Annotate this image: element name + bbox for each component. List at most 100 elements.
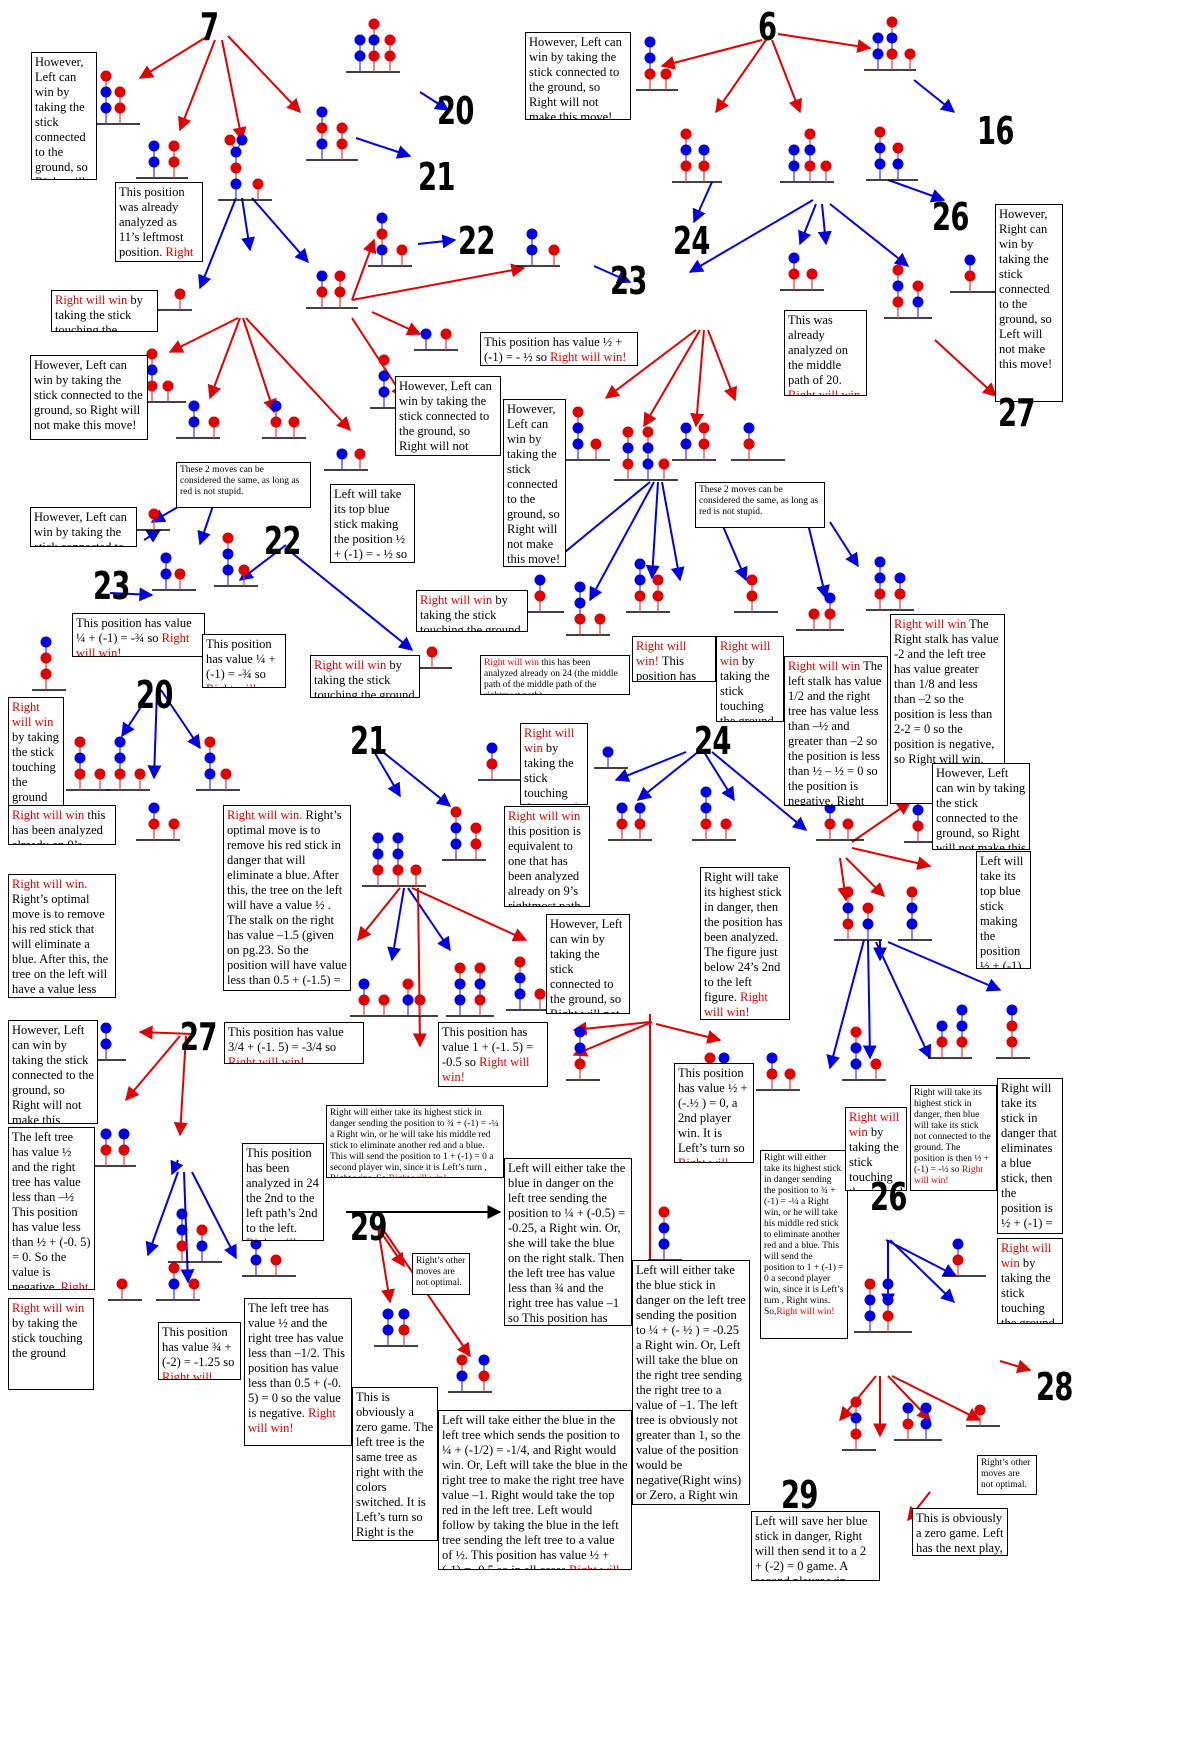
- node-dot: [378, 370, 390, 382]
- win-verdict-text: Right will win!: [389, 1174, 447, 1177]
- node-dot: [642, 426, 654, 438]
- node-dot: [100, 1128, 112, 1140]
- position-number-23: 23: [610, 259, 647, 303]
- node-dot: [376, 244, 388, 256]
- node-dot: [936, 1020, 948, 1032]
- move-arrow: [173, 1035, 188, 1137]
- annotation-box-b7: However, Left can win by taking the stic…: [395, 376, 501, 456]
- node-dot: [952, 1254, 964, 1266]
- move-arrow: [690, 329, 705, 428]
- move-arrow: [377, 1227, 395, 1304]
- annotation-box-b20: Right will win this has been analyzed al…: [480, 655, 630, 695]
- node-dot: [850, 1396, 862, 1408]
- node-dot: [892, 158, 904, 170]
- node-dot: [188, 416, 200, 428]
- node-dot: [824, 592, 836, 604]
- node-dot: [40, 668, 52, 680]
- node-dot: [574, 597, 586, 609]
- node-dot: [886, 32, 898, 44]
- annotation-box-b34: Left will take its top blue stick making…: [976, 851, 1031, 969]
- node-dot: [850, 1026, 862, 1038]
- node-dot: [616, 818, 628, 830]
- node-dot: [250, 1254, 262, 1266]
- move-arrow: [643, 329, 701, 428]
- node-dot: [862, 902, 874, 914]
- move-arrow: [245, 317, 351, 432]
- node-dot: [704, 1052, 716, 1064]
- annotation-box-b56: This is obviously a zero game. Left has …: [912, 1508, 1008, 1556]
- node-dot: [74, 752, 86, 764]
- win-verdict-text: Right will win!: [914, 1165, 983, 1186]
- move-arrow: [829, 203, 910, 267]
- move-arrow: [845, 857, 885, 897]
- node-dot: [616, 802, 628, 814]
- node-dot: [820, 160, 832, 172]
- win-verdict-text: Right will win.: [227, 808, 303, 822]
- position-number-28: 28: [1036, 1365, 1073, 1409]
- analysis-text: Right will take its highest stick in dan…: [704, 870, 783, 1004]
- node-dot: [134, 768, 146, 780]
- node-dot: [572, 406, 584, 418]
- annotation-box-b10: However, Right can win by taking the sti…: [995, 204, 1063, 402]
- node-dot: [634, 802, 646, 814]
- analysis-text: by taking the stick touching the ground: [314, 658, 415, 698]
- node-dot: [114, 768, 126, 780]
- node-dot: [526, 244, 538, 256]
- position-number-21: 21: [350, 719, 387, 763]
- node-dot: [886, 48, 898, 60]
- analysis-text: Right’s other moves are not optimal.: [981, 1458, 1031, 1490]
- position-number-16: 16: [977, 109, 1014, 153]
- node-dot: [168, 1262, 180, 1274]
- win-verdict-text: Right will win.: [12, 877, 88, 891]
- move-arrow: [417, 234, 457, 249]
- analysis-text: This position has value 3/4 + (-1. 5) = …: [228, 1025, 344, 1054]
- node-dot: [1006, 1020, 1018, 1032]
- node-dot: [788, 268, 800, 280]
- win-verdict-text: Right will win!: [248, 1406, 336, 1435]
- node-dot: [720, 818, 732, 830]
- position-number-22: 22: [458, 219, 495, 263]
- move-arrow: [387, 887, 405, 962]
- move-arrow: [604, 329, 697, 399]
- node-dot: [168, 140, 180, 152]
- move-arrow: [355, 137, 412, 159]
- node-dot: [40, 636, 52, 648]
- node-dot: [230, 178, 242, 190]
- analysis-text: by taking the stick touching the ground: [420, 593, 521, 632]
- node-dot: [486, 742, 498, 754]
- node-dot: [456, 1354, 468, 1366]
- node-dot: [376, 228, 388, 240]
- position-number-6: 6: [758, 5, 777, 49]
- analysis-text: The left tree has value ½ and the right …: [12, 1130, 91, 1290]
- move-arrow: [145, 1171, 179, 1257]
- node-dot: [574, 1042, 586, 1054]
- annotation-box-b30: Right will win this position is equivale…: [504, 806, 590, 907]
- node-dot: [574, 581, 586, 593]
- node-dot: [222, 564, 234, 576]
- node-dot: [250, 1238, 262, 1250]
- node-dot: [804, 160, 816, 172]
- analysis-text: However, Right can win by taking the sti…: [999, 207, 1053, 371]
- node-dot: [788, 144, 800, 156]
- win-verdict-text: Right will win!: [776, 1307, 835, 1317]
- move-arrow: [711, 751, 808, 831]
- node-dot: [378, 386, 390, 398]
- node-dot: [698, 160, 710, 172]
- node-dot: [398, 1308, 410, 1320]
- win-verdict-text: Right will win!: [246, 1236, 296, 1240]
- annotation-box-b37: This position has value ½ + (-.½ ) = 0, …: [674, 1063, 754, 1163]
- node-dot: [382, 1308, 394, 1320]
- move-arrow: [862, 939, 877, 1060]
- node-dot: [886, 16, 898, 28]
- node-dot: [270, 416, 282, 428]
- node-dot: [652, 590, 664, 602]
- node-dot: [474, 994, 486, 1006]
- node-dot: [368, 18, 380, 30]
- move-arrow: [109, 587, 154, 602]
- node-dot: [114, 102, 126, 114]
- position-number-20: 20: [437, 89, 474, 133]
- analysis-text: Right’s optimal move is to remove his re…: [12, 892, 109, 996]
- move-arrow: [419, 91, 450, 111]
- move-arrow: [357, 887, 401, 942]
